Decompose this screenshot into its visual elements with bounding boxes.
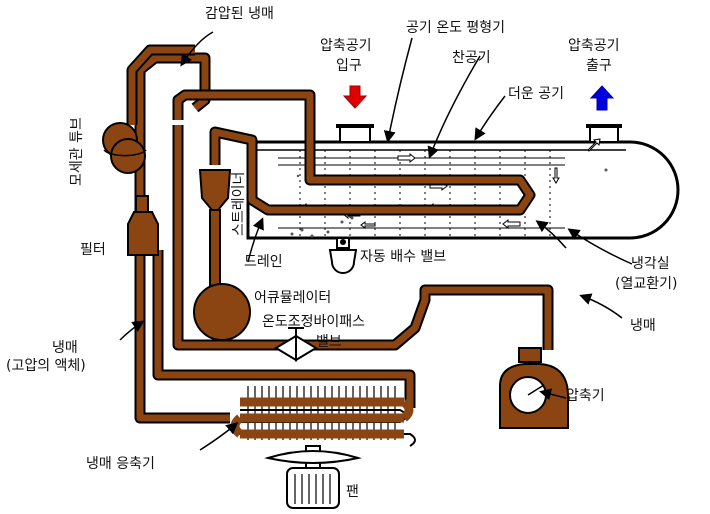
fan [264,445,362,509]
strainer [198,169,232,287]
label-refrigerant-left-1: 냉매 [52,340,78,356]
refrigerant-piping [126,44,554,424]
capillary-tube [102,122,147,174]
label-compressed-air-inlet-2: 입구 [336,58,362,74]
auto-drain-valve [328,237,358,274]
label-auto-drain-valve: 자동 배수 밸브 [360,249,447,265]
label-temp-bypass-2: 밸브 [316,334,342,350]
pipe-segment [154,250,414,408]
label-compressor: 압축기 [566,388,605,404]
label-compressed-air-outlet-2: 출구 [586,58,612,74]
condenser [230,386,416,447]
label-cold-air: 찬공기 [452,50,491,66]
pipe-segment [174,125,552,350]
label-reduced-refrigerant: 감압된 냉매 [205,6,274,22]
label-cooler-2: (열교환기) [615,276,678,292]
inlet-arrow [342,85,368,109]
label-air-temp-balancer: 공기 온도 평형기 [406,20,506,36]
label-drain: 드레인 [244,254,283,270]
label-capillary-tube: 모세관 튜브 [69,117,85,186]
outlet-arrow [589,85,615,111]
label-accumulator: 어큐뮬레이터 [254,290,332,306]
label-temp-bypass-1: 온도조정바이패스 [262,314,366,330]
pipe-segment [174,91,534,214]
bypass-valve [274,327,318,362]
label-hot-air: 더운 공기 [508,86,564,102]
pipe-segment [128,46,195,125]
label-refrigerant-left-2: (고압의 액체) [6,358,86,374]
label-refrigerant-right: 냉매 [630,318,656,334]
label-compressed-air-outlet-1: 압축공기 [568,38,620,54]
accumulator [193,283,251,341]
label-condenser: 냉매 응축기 [86,456,155,472]
filter [127,195,159,256]
compressor [499,347,569,429]
label-compressed-air-inlet-1: 압축공기 [320,38,372,54]
label-strainer: 스트레이너 [231,171,247,236]
leader-lines [119,31,633,451]
label-fan: 팬 [346,484,359,500]
label-filter: 필터 [80,242,106,258]
label-cooler-1: 냉각실 [631,256,670,272]
